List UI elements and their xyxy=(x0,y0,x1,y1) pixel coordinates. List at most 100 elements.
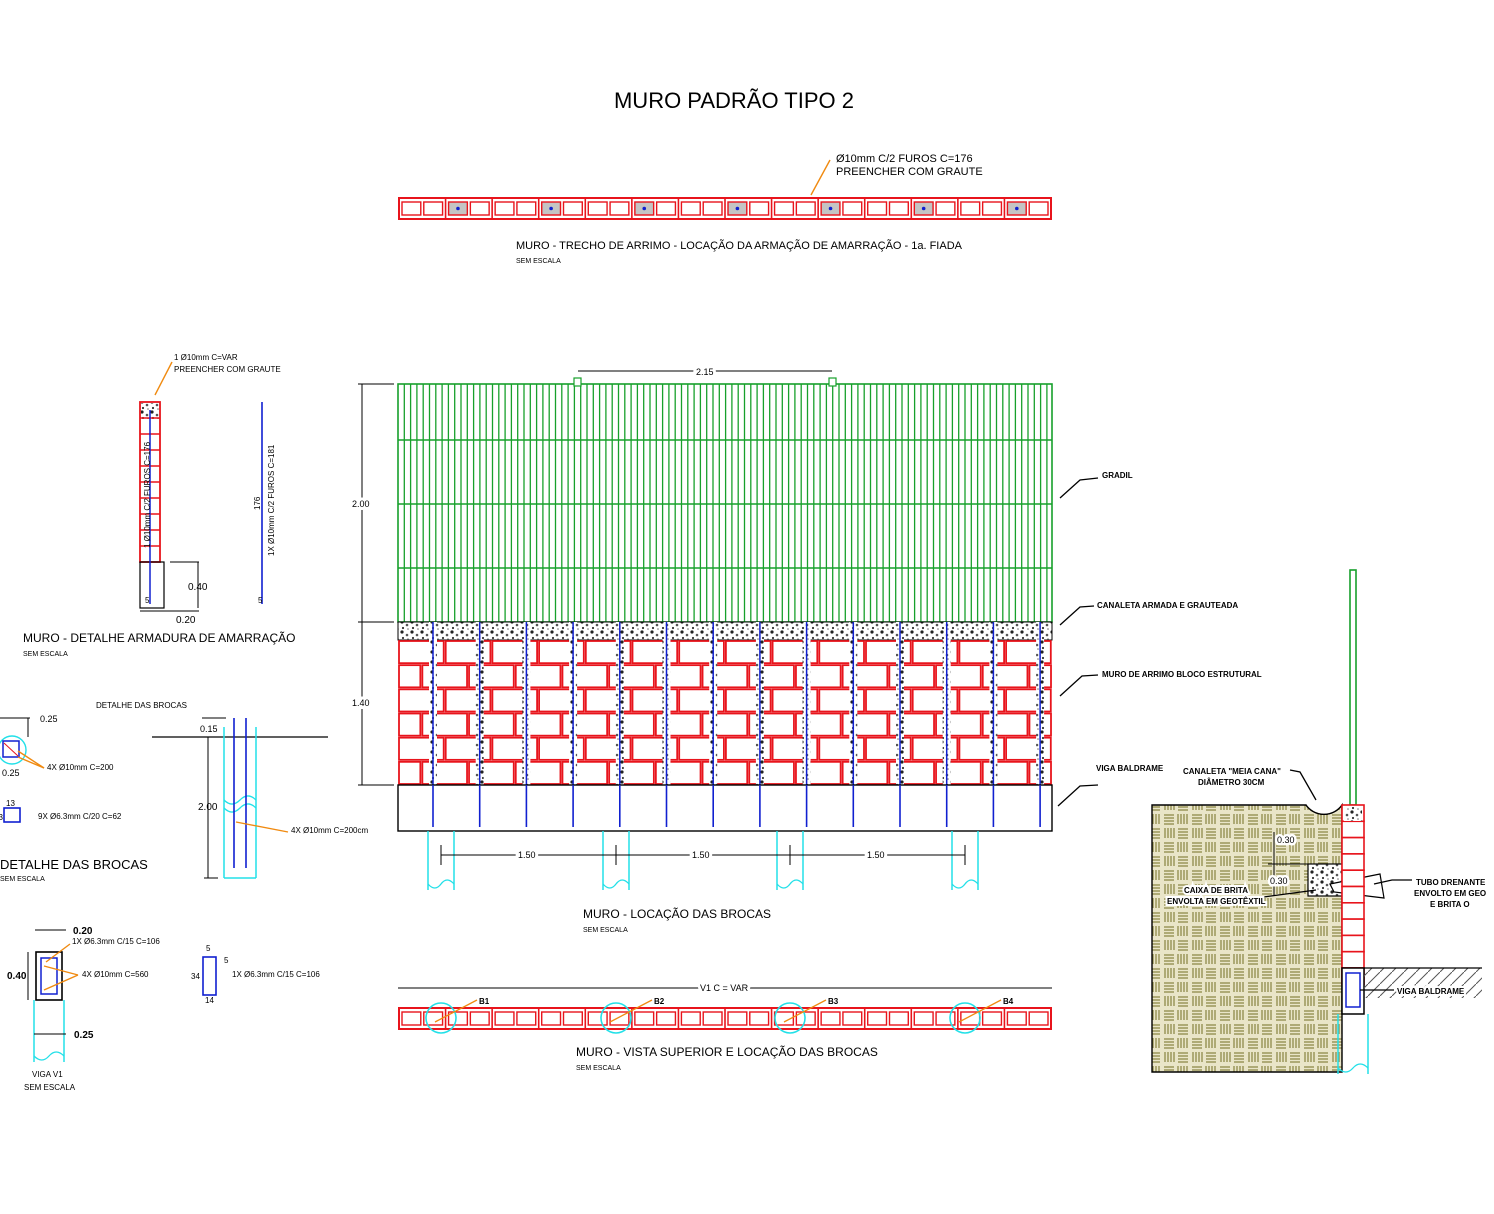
block-cell xyxy=(749,201,770,216)
leader-line xyxy=(958,999,1002,1023)
backfill-soil xyxy=(1151,802,1343,1073)
stirrup-shape xyxy=(3,807,21,823)
bottom-plan-caption: MURO - VISTA SUPERIOR E LOCAÇÃO DAS BROC… xyxy=(576,1045,878,1059)
section-brita-2: ENVOLTA EM GEOTÊXTIL xyxy=(1167,897,1266,906)
leader-line xyxy=(45,943,71,963)
label-canaleta: CANALETA ARMADA E GRAUTEADA xyxy=(1097,601,1238,610)
section-canaleta-1: CANALETA "MEIA CANA" xyxy=(1183,767,1281,776)
stirrup-dim-d: 14 xyxy=(205,996,214,1005)
block-cell xyxy=(562,201,583,216)
broca-label: B3 xyxy=(828,997,839,1006)
block-cell xyxy=(680,201,701,216)
broca-stirrup xyxy=(2,740,20,758)
leader-line xyxy=(43,965,79,976)
block-cell xyxy=(960,201,981,216)
block-cell xyxy=(842,1011,863,1026)
viga-scale: SEM ESCALA xyxy=(24,1083,76,1092)
brocas-dim-depth: 2.00 xyxy=(198,802,218,813)
viga-baldrame xyxy=(397,784,1053,832)
section-viga-label: VIGA BALDRAME xyxy=(1397,987,1465,996)
rebar-dot xyxy=(828,206,833,211)
block-cell xyxy=(960,1011,981,1026)
rebar-dot xyxy=(1015,206,1019,211)
break-line xyxy=(33,1051,65,1061)
section-dim-2: 0.30 xyxy=(1270,876,1288,886)
gradil-post-top xyxy=(573,377,582,387)
block-cell xyxy=(935,1011,956,1026)
block-cell xyxy=(587,1011,608,1026)
block-cell xyxy=(727,1011,748,1026)
viga-detail: 0.20 0.40 1X Ø6.3mm C/15 C=106 4X Ø10mm … xyxy=(7,926,320,1092)
canaleta-band xyxy=(397,621,1053,641)
brocas-detail: DETALHE DAS BROCAS 0.25 4X Ø10mm C=200 0… xyxy=(0,701,368,883)
section-tubo-2: ENVOLTO EM GEO xyxy=(1414,889,1486,898)
callout-leader xyxy=(1373,879,1412,885)
block-cell xyxy=(981,1011,1003,1026)
section-tubo-3: E BRITA O xyxy=(1430,900,1470,909)
callout-leader xyxy=(1059,674,1099,697)
block-cell xyxy=(1006,1011,1027,1026)
block-cell xyxy=(587,201,608,216)
bottom-plan-blocks xyxy=(398,1007,1052,1030)
amarracao-hook-small: 5 xyxy=(145,596,150,605)
rebar-bar-length: 176 xyxy=(253,496,262,510)
broca-circle xyxy=(774,1002,806,1034)
broca-rebar-hatch xyxy=(3,742,19,757)
viga-dim-broca: 0.25 xyxy=(74,1030,94,1041)
stirrup-shape xyxy=(202,956,217,996)
block-cell xyxy=(795,201,816,216)
leader-line xyxy=(17,750,45,769)
stirrup-dim-c: 34 xyxy=(191,972,200,981)
section-brita-1: CAIXA DE BRITA xyxy=(1184,886,1248,895)
viga-dim-height: 0.40 xyxy=(7,971,27,982)
leader-line xyxy=(17,756,45,769)
block-cell xyxy=(913,1011,934,1026)
elevation-caption: MURO - LOCAÇÃO DAS BROCAS xyxy=(583,907,771,921)
block-cell xyxy=(401,1011,422,1026)
wall-brick xyxy=(398,760,422,785)
block-cell xyxy=(773,201,795,216)
section-brick xyxy=(1341,918,1365,937)
section-brick xyxy=(1341,820,1365,839)
rebar-dot xyxy=(642,206,647,211)
brocas-stirrup-dim1: 13 xyxy=(6,799,15,808)
block-cell xyxy=(494,1011,515,1026)
grout-columns xyxy=(429,622,1045,785)
block-cell xyxy=(469,1011,490,1026)
viga-caption: VIGA V1 xyxy=(32,1070,63,1079)
section-brick xyxy=(1341,869,1365,888)
leader-line xyxy=(434,999,478,1023)
callout-leader xyxy=(1057,784,1099,807)
dim-grid-height: 2.00 xyxy=(352,499,370,509)
broca-spacing-2: 1.50 xyxy=(692,850,710,860)
leader-line xyxy=(235,821,289,833)
block-cell xyxy=(469,201,490,216)
amarracao-detail: 1 Ø10mm C=VAR PREENCHER COM GRAUTE 1 Ø10… xyxy=(23,353,295,658)
broca-spacing-3: 1.50 xyxy=(867,850,885,860)
block-cell xyxy=(655,1011,677,1026)
amarracao-vertical-label: 1 Ø10mm C/2 FUROS C=176 xyxy=(143,441,152,548)
broca-spacing-1: 1.50 xyxy=(518,850,536,860)
wall-section: CANALETA "MEIA CANA" DIÂMETRO 30CM 0.30 … xyxy=(1151,569,1486,1074)
top-plan-note-2: PREENCHER COM GRAUTE xyxy=(836,166,983,178)
viga-section xyxy=(35,951,63,1001)
viga-stirrup-note: 1X Ø6.3mm C/15 C=106 xyxy=(72,937,160,946)
amarracao-scale: SEM ESCALA xyxy=(23,651,68,658)
broca-label: B2 xyxy=(654,997,665,1006)
top-plan-note-1: Ø10mm C/2 FUROS C=176 xyxy=(836,153,973,165)
top-plan-caption: MURO - TRECHO DE ARRIMO - LOCAÇÃO DA ARM… xyxy=(516,239,963,252)
break-line xyxy=(223,803,257,813)
break-line xyxy=(951,879,979,889)
top-plan-blocks xyxy=(398,197,1052,220)
elevation-scale: SEM ESCALA xyxy=(583,927,628,934)
rebar-bar-label: 1X Ø10mm C/2 FUROS C=181 xyxy=(267,444,276,556)
viga-bars-note: 4X Ø10mm C=560 xyxy=(82,970,149,979)
amarracao-note-1: 1 Ø10mm C=VAR xyxy=(174,353,238,362)
natural-ground xyxy=(1364,968,1482,998)
rebar-dot xyxy=(549,206,553,211)
block-cell xyxy=(634,1011,655,1026)
section-canaleta-2: DIÂMETRO 30CM xyxy=(1198,778,1265,787)
leader-line xyxy=(154,361,173,396)
